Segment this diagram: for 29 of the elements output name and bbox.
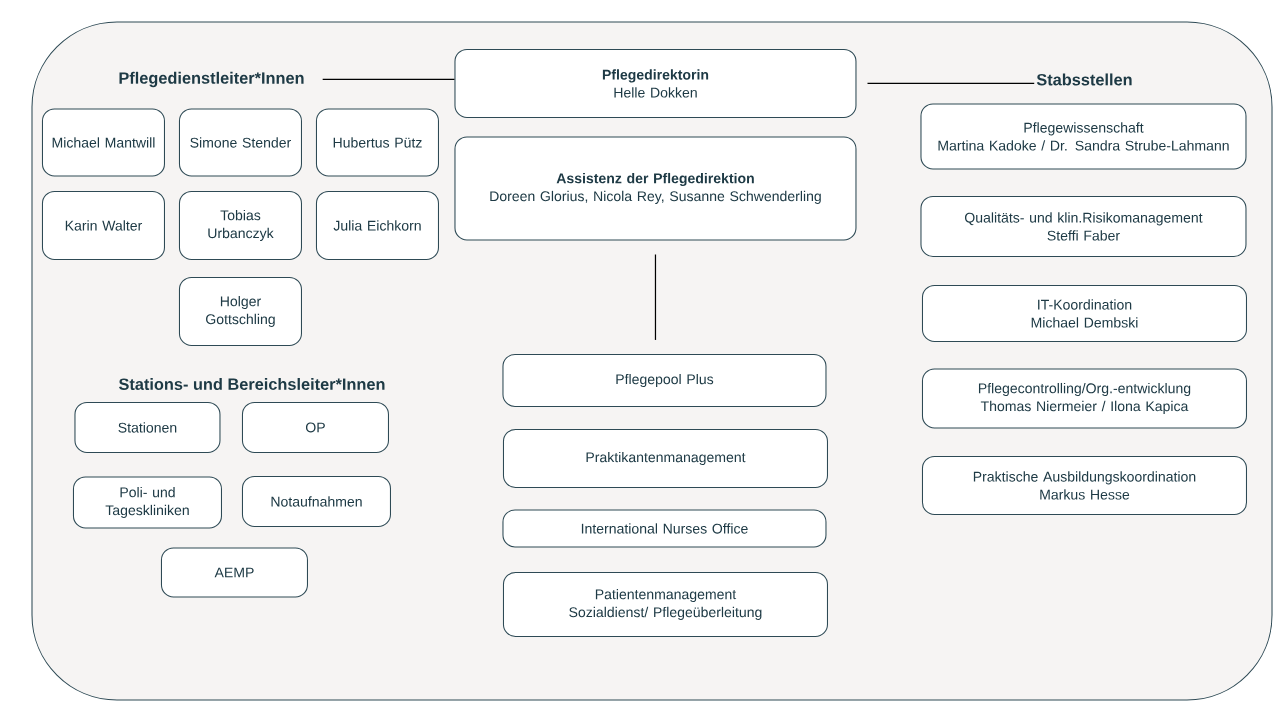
org-box: Tobias Urbanczyk bbox=[178, 190, 302, 260]
org-box: IT-Koordination Michael Dembski bbox=[921, 284, 1247, 342]
org-box: Julia Eichkorn bbox=[315, 190, 439, 260]
org-box: Hubertus Pütz bbox=[315, 108, 439, 177]
org-box: Praktische Ausbildungskoordination Markus Hesse bbox=[921, 455, 1247, 515]
org-box: Assistenz der Pflegedirektion Doreen Glorius, Nicola Rey, Susanne Schwenderling bbox=[454, 136, 857, 241]
org-box: Qualitäts- und klin.Risikomanagement Steffi Faber bbox=[920, 195, 1247, 257]
connector-line bbox=[322, 78, 456, 81]
section-heading: Pflegedienstleiter*Innen bbox=[119, 71, 304, 88]
org-box: AEMP bbox=[160, 547, 308, 598]
org-box: Pflegedirektorin Helle Dokken bbox=[454, 48, 857, 118]
org-box: Pflegecontrolling/Org.-entwicklung Thomas Niermeier / Ilona Kapica bbox=[921, 368, 1247, 429]
section-heading: Stabsstellen bbox=[1036, 73, 1132, 86]
org-box: Michael Mantwill bbox=[41, 108, 165, 177]
section-heading: Stations- und Bereichsleiter*Innen bbox=[119, 378, 385, 390]
org-box: Praktikantenmanagement bbox=[502, 428, 828, 488]
org-box: Patientenmanagement Sozialdienst/ Pflegeüberleitung bbox=[502, 571, 828, 637]
connector-line bbox=[866, 82, 1035, 85]
org-box: International Nurses Office bbox=[502, 509, 827, 548]
org-box: Pflegepool Plus bbox=[502, 353, 827, 407]
connector-line bbox=[654, 253, 657, 341]
org-box: OP bbox=[241, 401, 389, 453]
org-box: Holger Gottschling bbox=[178, 276, 302, 346]
org-box: Simone Stender bbox=[178, 108, 302, 177]
org-box: Stationen bbox=[74, 401, 221, 453]
org-box: Poli- und Tageskliniken bbox=[72, 476, 222, 529]
org-box: Pflegewissenschaft Martina Kadoke / Dr. Sandra Strube-Lahmann bbox=[920, 103, 1247, 170]
org-box: Karin Walter bbox=[41, 190, 165, 260]
org-box: Notaufnahmen bbox=[241, 475, 391, 527]
